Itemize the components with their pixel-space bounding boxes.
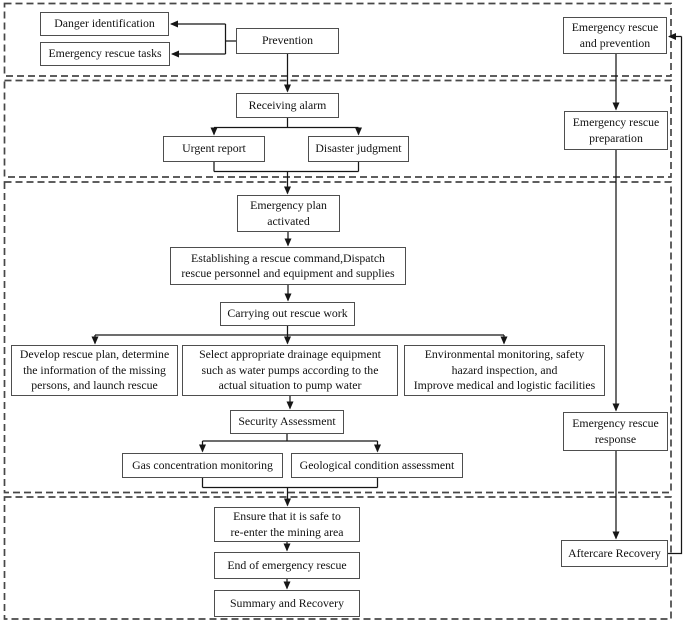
phase-band-prevention	[3, 2, 672, 77]
node-summary-and-recovery: Summary and Recovery	[214, 590, 360, 617]
node-end-of-emergency-rescue: End of emergency rescue	[214, 552, 360, 579]
edge-prevention-branch-trunk	[224, 24, 236, 54]
edge-receiving-alarm-split	[214, 118, 359, 129]
node-emergency-rescue-and-prevention: Emergency rescue and prevention	[563, 17, 667, 54]
node-emergency-rescue-response: Emergency rescue response	[563, 412, 668, 451]
phase-band-preparation	[3, 79, 672, 178]
phase-band-response	[3, 181, 672, 494]
node-establishing-rescue-command: Establishing a rescue command,Dispatch r…	[170, 247, 406, 285]
node-develop-rescue-plan: Develop rescue plan, determine the infor…	[11, 345, 178, 396]
edge-report-judgment-merge	[213, 162, 360, 173]
edge-monitoring-merge	[201, 478, 379, 489]
edge-security-split	[202, 434, 378, 442]
node-aftercare-recovery: Aftercare Recovery	[561, 540, 668, 567]
phase-band-recovery	[3, 496, 672, 620]
node-security-assessment: Security Assessment	[230, 410, 344, 434]
node-emergency-plan-activated: Emergency plan activated	[237, 195, 340, 232]
node-ensure-safe-reentry: Ensure that it is safe to re-enter the m…	[214, 507, 360, 542]
node-urgent-report: Urgent report	[163, 136, 265, 162]
node-geological-condition-assessment: Geological condition assessment	[291, 453, 463, 478]
node-receiving-alarm: Receiving alarm	[236, 93, 339, 118]
edge-aftercare-feedback	[668, 36, 683, 555]
node-carrying-out-rescue-work: Carrying out rescue work	[220, 302, 355, 326]
node-emergency-rescue-tasks: Emergency rescue tasks	[40, 42, 170, 66]
node-environmental-monitoring: Environmental monitoring, safety hazard …	[404, 345, 605, 396]
node-danger-identification: Danger identification	[40, 12, 169, 36]
node-select-drainage-equipment: Select appropriate drainage equipment su…	[182, 345, 398, 396]
node-disaster-judgment: Disaster judgment	[308, 136, 409, 162]
node-emergency-rescue-preparation: Emergency rescue preparation	[564, 111, 668, 150]
node-prevention: Prevention	[236, 28, 339, 54]
edge-carrying-out-split	[95, 326, 504, 336]
node-gas-concentration-monitoring: Gas concentration monitoring	[122, 453, 283, 478]
